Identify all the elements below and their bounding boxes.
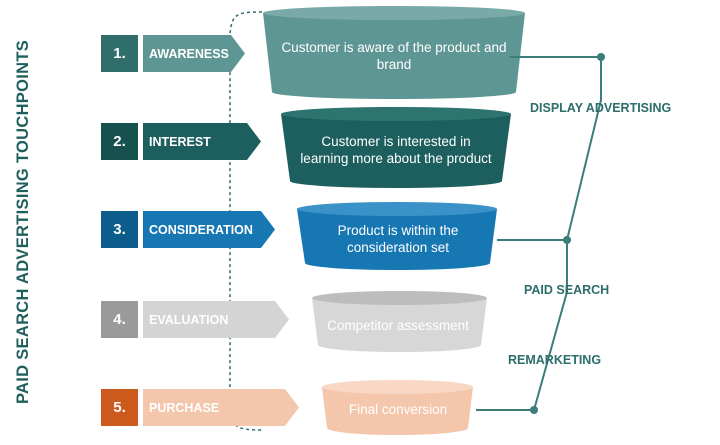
funnel-rim-purchase — [322, 380, 473, 394]
funnel-segment-consideration — [297, 209, 497, 270]
channel-connector — [476, 53, 605, 414]
channel-paid-search: PAID SEARCH — [524, 283, 610, 297]
funnel-rim-interest — [281, 107, 511, 121]
funnel-text-purchase: Final conversion — [348, 401, 448, 417]
stage-number: 3. — [101, 211, 138, 248]
stage-label: EVALUATION — [143, 301, 289, 338]
stage-label: INTEREST — [143, 123, 261, 160]
funnel-group — [263, 6, 525, 436]
funnel-segment-interest — [281, 114, 511, 188]
stage-number: 2. — [101, 123, 138, 160]
funnel-segment-evaluation — [312, 298, 487, 352]
funnel-text-awareness: Customer is aware of the product and bra… — [281, 40, 507, 72]
stage-label: PURCHASE — [143, 389, 299, 426]
funnel-rim-evaluation — [312, 291, 487, 305]
funnel-segment-awareness — [263, 13, 525, 99]
stage-number: 4. — [101, 301, 138, 338]
stage-number: 5. — [101, 389, 138, 426]
funnel-text-interest: Customer is interested in learning more … — [300, 134, 492, 166]
funnel-text-evaluation: Competitor assessment — [327, 317, 469, 333]
connector-dot-remarketing — [530, 406, 538, 414]
channel-display-advertising: DISPLAY ADVERTISING — [530, 101, 672, 115]
funnel-rim-awareness — [263, 6, 525, 20]
connector-dot-search — [563, 236, 571, 244]
connector-dot-display — [597, 53, 605, 61]
channel-remarketing: REMARKETING — [508, 353, 602, 367]
funnel-segment-purchase — [322, 387, 473, 436]
funnel-text-consideration: Product is within the consideration set — [337, 223, 459, 255]
stage-label: AWARENESS — [143, 35, 245, 72]
funnel-rim-consideration — [297, 202, 497, 216]
stage-label: CONSIDERATION — [143, 211, 275, 248]
stage-number: 1. — [101, 35, 138, 72]
